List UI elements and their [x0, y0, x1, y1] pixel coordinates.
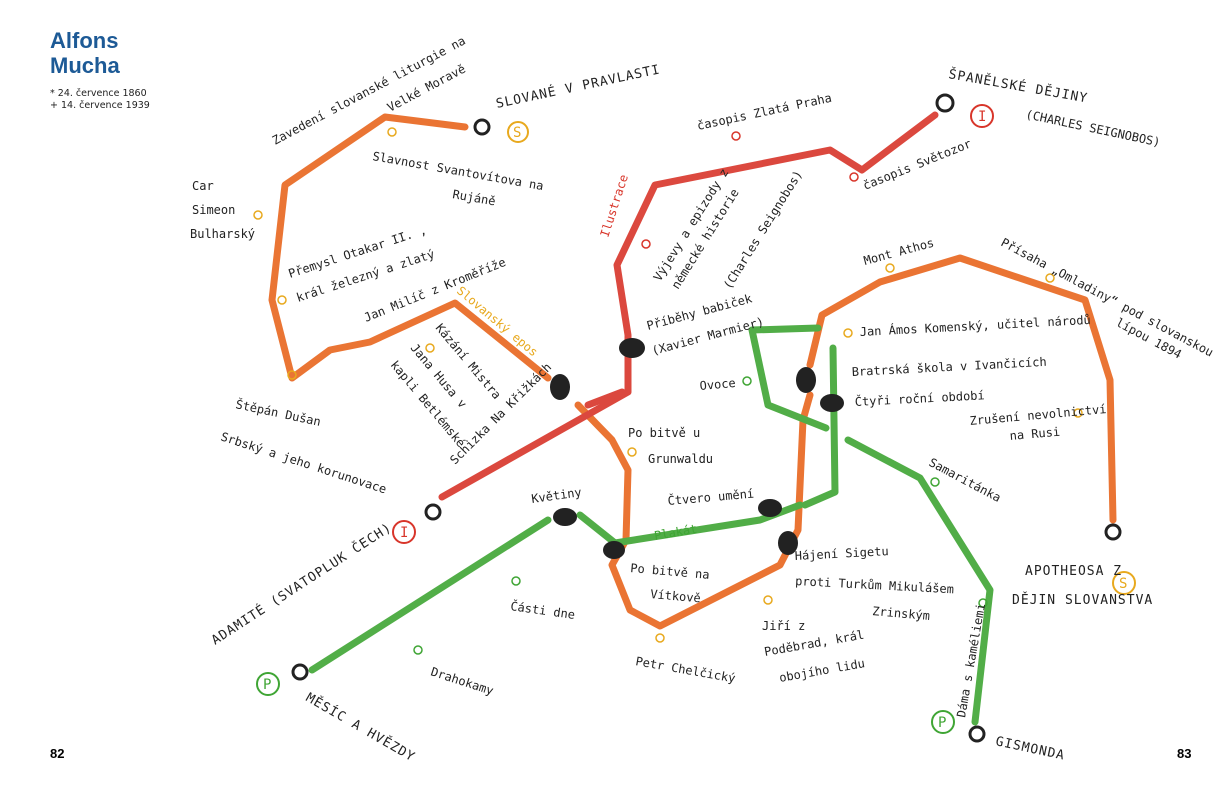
hub-markers: [550, 338, 844, 559]
station-label: (Charles Seignobos): [721, 168, 806, 292]
station-label: Ovoce: [699, 376, 736, 393]
station-label: Květiny: [530, 485, 582, 506]
title-line1: Alfons: [50, 28, 119, 53]
line-mesic-label: MĚSÍC A HVĚZDY: [303, 690, 418, 766]
station-label: obojího lidu: [778, 656, 866, 685]
line-gismonda-label: GISMONDA: [994, 734, 1066, 763]
station-label: Petr Chelčický: [634, 654, 736, 685]
station-label: Čtvero umění: [667, 485, 755, 507]
station-label: Bulharský: [190, 227, 255, 241]
red-connector: [584, 388, 626, 409]
line-badge-s-2: S: [1119, 576, 1127, 592]
station-label: Car: [192, 179, 214, 193]
title-line2: Mucha: [50, 53, 120, 78]
line-apotheosa-label: APOTHEOSA Z: [1025, 564, 1122, 579]
station-label: Přísaha „Omladiny“ pod slovanskou: [999, 235, 1216, 359]
line-badge-i-2: I: [400, 525, 408, 541]
orange-line-apotheosa: [806, 254, 1117, 524]
green-line-ovoce: [748, 324, 830, 432]
line-badge-s: S: [513, 125, 521, 141]
terminus-markers: [291, 93, 1122, 743]
line-seignobos-label: (CHARLES SEIGNOBOS): [1024, 107, 1161, 149]
line-slovane-label: SLOVANÉ V PRAVLASTI: [495, 61, 662, 112]
station-label: proti Turkům Mikulášem: [795, 574, 954, 596]
station-label: časopis Světozor: [861, 136, 973, 192]
line-apotheosa-label-2: DĚJIN SLOVANSTVA: [1012, 592, 1153, 608]
station-label: Hájení Sigetu: [794, 544, 889, 563]
station-label: Drahokamy: [429, 665, 495, 698]
station-label: Simeon: [192, 203, 235, 217]
station-label: Zrušení nevolnictví: [969, 402, 1107, 428]
station-label: Bratrská škola v Ivančicích: [851, 355, 1047, 379]
station-label: Zrinským: [872, 604, 931, 623]
orange-line-center: [574, 391, 814, 630]
page-number-right: 83: [1177, 746, 1192, 761]
station-label: Grunwaldu: [648, 452, 713, 466]
line-adamite-label: ADAMITÉ (SVATOPLUK ČECH): [208, 520, 394, 649]
hub-plakat: Plakát: [653, 522, 698, 543]
station-label: Části dne: [510, 598, 576, 622]
life-dates: * 24. července 1860+ 14. července 1939: [50, 88, 150, 112]
green-line-gismonda: [844, 436, 994, 726]
station-label: Mont Athos: [862, 236, 935, 268]
hub-ilustrace: Ilustrace: [598, 173, 631, 239]
station-label: Schizka Na Křižkách: [447, 360, 554, 467]
station-label: časopis Zlatá Praha: [696, 91, 833, 133]
birth-date: * 24. července 1860: [50, 88, 147, 99]
line-spanelske-label: ŠPANĚLSKÉ DĚJINY: [947, 66, 1089, 106]
station-label: Vítkově: [650, 587, 702, 605]
station-label: Po bitvě u: [628, 426, 700, 440]
station-label: Jiří z: [762, 619, 805, 633]
station-label: Čtyři roční období: [854, 387, 985, 409]
stations: [253, 127, 1083, 655]
station-label: Po bitvě na: [630, 561, 710, 582]
station-label: Rujáně: [451, 187, 496, 208]
line-badge-p-2: P: [938, 715, 946, 731]
line-badge-i: I: [978, 109, 986, 125]
death-date: + 14. července 1939: [50, 100, 150, 111]
red-line: [438, 111, 939, 501]
station-label: na Rusi: [1009, 425, 1061, 443]
line-badge-p: P: [263, 677, 271, 693]
station-label: Štěpán Dušan: [234, 396, 322, 429]
station-label: Srbský a jeho korunovace: [219, 430, 388, 497]
station-label: Slavnost Svantovítova na: [371, 149, 544, 193]
page-number-left: 82: [50, 746, 65, 761]
station-label: Jan Ámos Komenský, učitel národů: [859, 312, 1091, 339]
orange-line-slovane: [268, 113, 552, 382]
green-line-mesic: [308, 516, 552, 674]
